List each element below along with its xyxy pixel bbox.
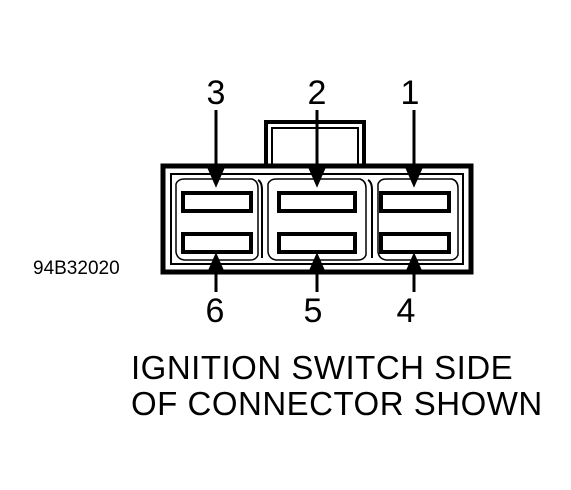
cavity-divider-right <box>367 179 373 258</box>
pin-label-6: 6 <box>206 292 225 330</box>
terminal-slots <box>181 191 451 254</box>
pin-label-5: 5 <box>304 292 323 330</box>
terminal-slot-4 <box>379 232 451 254</box>
pin-leaders <box>206 110 424 292</box>
arrowhead-4 <box>404 252 424 274</box>
pin-label-1: 1 <box>401 74 420 112</box>
caption-line-2: OF CONNECTOR SHOWN <box>131 385 543 422</box>
figure-code: 94B32020 <box>33 258 120 279</box>
arrowhead-6 <box>206 252 226 274</box>
terminal-slot-3 <box>181 191 253 213</box>
pin-label-3: 3 <box>207 74 226 112</box>
arrowhead-3 <box>206 166 226 188</box>
cavity-divider-left <box>257 179 263 258</box>
connector-latch-tab-inner <box>271 127 359 166</box>
terminal-slot-1 <box>379 191 451 213</box>
figure-caption: IGNITION SWITCH SIDE OF CONNECTOR SHOWN <box>131 350 543 422</box>
arrowhead-5 <box>307 252 327 274</box>
terminal-slot-5 <box>277 232 357 254</box>
cavity-outline-middle <box>267 178 367 261</box>
arrowhead-1 <box>404 166 424 188</box>
cavity-outline-right <box>377 178 459 261</box>
pin-label-4: 4 <box>397 292 416 330</box>
connector-latch-tab <box>264 120 366 168</box>
terminal-slot-2 <box>277 191 357 213</box>
cavity-outline-left <box>175 178 259 261</box>
pin-label-2: 2 <box>308 74 327 112</box>
caption-line-1: IGNITION SWITCH SIDE <box>131 349 514 386</box>
pin-number-labels: 3 2 1 6 5 4 <box>206 74 420 330</box>
arrowhead-2 <box>307 166 327 188</box>
terminal-slot-6 <box>181 232 253 254</box>
